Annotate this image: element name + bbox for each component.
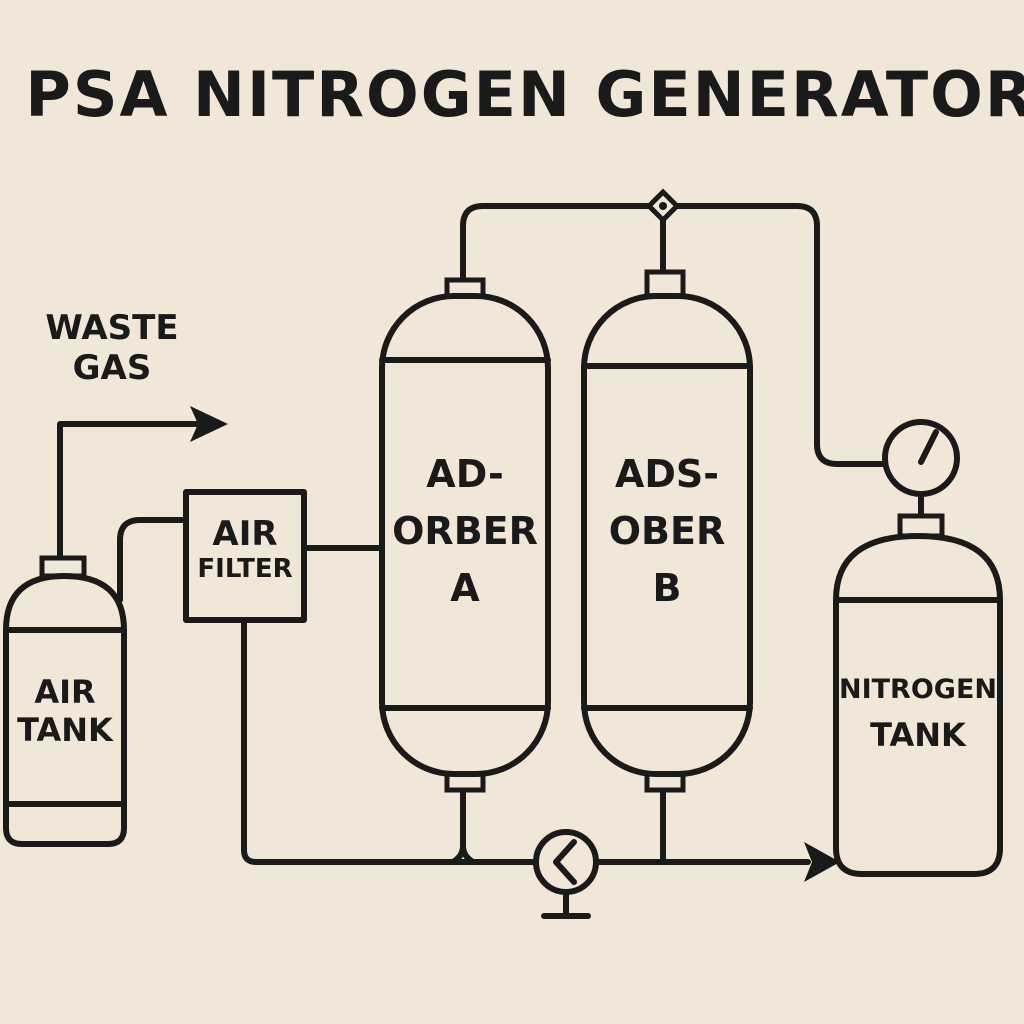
nitrogen-tank-cap: [897, 513, 945, 539]
nitrogen-tank-label-line2: TANK: [870, 715, 966, 754]
adsorber-a-bottom-pipe: [450, 785, 476, 865]
adsorber-b-top-cap: [644, 269, 686, 299]
nitrogen-tank-label-line1: NITROGEN: [838, 674, 997, 705]
air-filter-label: AIR FILTER: [186, 514, 304, 585]
air-tank-label-line1: AIR: [34, 673, 96, 711]
adsorber-b-label-line1: ADS-: [614, 452, 720, 496]
adsorber-b-label-line2: OBER: [608, 509, 726, 553]
adsorber-b-label-line3: B: [652, 566, 682, 610]
diagram-title: PSA NITROGEN GENERATOR: [25, 58, 1024, 131]
adsorber-b-label: ADS- OBER B: [584, 446, 750, 617]
nitrogen-tank-label: NITROGEN TANK: [836, 670, 1000, 759]
top-valve-icon: [645, 188, 681, 224]
pump-valve-icon: [533, 829, 599, 919]
waste-gas-label-line2: GAS: [72, 348, 152, 389]
bottom-line-pipe: [241, 617, 811, 865]
top-manifold-pipe: [460, 203, 885, 467]
air-filter-label-line2: FILTER: [197, 554, 293, 585]
adsorber-b: [581, 293, 753, 777]
adsorber-a-label-line2: ORBER: [392, 509, 538, 553]
air-tank: [3, 573, 127, 847]
nitrogen-tank: [833, 533, 1003, 877]
adsorber-a-label: AD- ORBER A: [382, 446, 548, 617]
waste-gas-pipe: [57, 421, 208, 563]
waste-gas-arrowhead: [190, 406, 228, 442]
waste-gas-label-line1: WASTE: [45, 308, 179, 348]
waste-gas-label: WASTE GAS: [44, 308, 180, 388]
air-tank-label-line2: TANK: [17, 710, 113, 749]
adsorber-a: [379, 293, 551, 777]
air-filter: [183, 489, 307, 623]
adsorber-a-label-line3: A: [450, 566, 480, 610]
air-filter-label-line1: AIR: [212, 514, 278, 554]
nitrogen-inlet-arrowhead: [804, 842, 840, 882]
tank-to-filter-pipe: [117, 517, 189, 603]
air-tank-label: AIR TANK: [6, 673, 124, 750]
pressure-gauge-icon: [882, 419, 960, 519]
adsorber-a-label-line1: AD-: [426, 452, 504, 496]
